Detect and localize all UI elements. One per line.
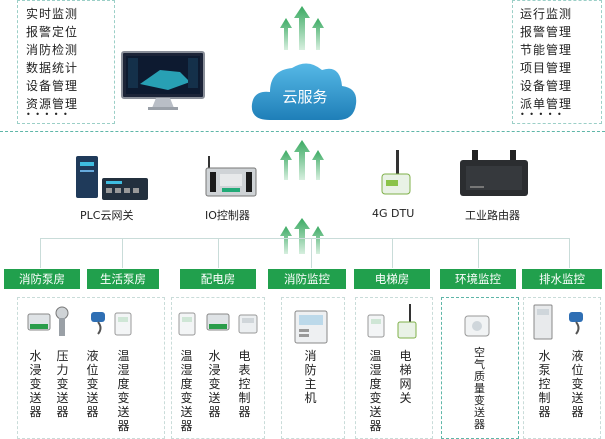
water-leak-sensor-icon [27,313,51,331]
sensor-label-water-leak-2: 水浸变送器 [208,349,221,419]
right-item-7: • • • • • [520,110,563,119]
left-item-3: 消防检测 [26,43,79,57]
sensor-label-level-2: 液位变送器 [571,349,584,419]
left-item-7: • • • • • [26,110,69,119]
left-item-5: 设备管理 [26,79,79,93]
right-item-3: 节能管理 [520,43,573,57]
left-item-4: 数据统计 [26,61,79,75]
right-item-6: 派单管理 [520,97,573,111]
tab-environment-monitoring[interactable]: 环境监控 [440,269,516,289]
water-leak-sensor-icon-2 [206,313,230,331]
temp-humidity-sensor-icon-1 [114,312,132,336]
air-quality-sensor-icon [464,315,490,337]
dtu-4g-label: 4G DTU [372,207,415,220]
temp-humidity-sensor-icon-3 [367,314,385,338]
right-item-1: 运行监测 [520,7,573,21]
tab-power-room[interactable]: 配电房 [180,269,256,289]
tab-drainage-monitoring[interactable]: 排水监控 [522,269,602,289]
left-item-1: 实时监测 [26,7,79,21]
left-item-6: 资源管理 [26,97,79,111]
sensor-label-fire-host: 消防主机 [304,349,317,405]
temp-humidity-sensor-icon-2 [178,312,196,336]
dtu-4g-icon [381,150,411,195]
cloud-label: 云服务 [282,88,328,106]
sensor-label-elevator-gateway: 电梯网关 [399,349,412,405]
connector-line [40,238,570,239]
upload-arrows-icon-bottom [280,218,324,254]
elevator-gateway-icon [397,304,417,339]
sensor-label-water-leak: 水浸变送器 [29,349,42,419]
tab-fire-pump-room[interactable]: 消防泵房 [4,269,80,289]
io-controller-label: IO控制器 [205,209,250,222]
sensor-label-level: 液位变送器 [86,349,99,419]
sensor-label-air-quality: 空气质量变送器 [474,346,485,431]
separator-line [0,131,605,132]
industrial-router-label: 工业路由器 [465,209,520,222]
tab-domestic-pump-room[interactable]: 生活泵房 [87,269,159,289]
fire-alarm-host-icon [294,310,328,344]
level-transmitter-icon [91,312,105,335]
pump-controller-icon [533,304,553,340]
plc-gateway-icon [76,156,148,200]
io-controller-icon [205,156,257,197]
right-feature-box [512,0,602,124]
upload-arrows-icon-middle [280,140,324,180]
plc-gateway-label: PLC云网关 [80,209,134,222]
level-transmitter-icon-2 [569,312,583,335]
tab-elevator-room[interactable]: 电梯房 [354,269,430,289]
sensor-label-temp-humidity: 温湿度变送器 [117,349,130,433]
meter-controller-icon [238,314,258,334]
right-item-2: 报警管理 [520,25,573,39]
tab-fire-monitoring[interactable]: 消防监控 [268,269,346,289]
left-item-2: 报警定位 [26,25,79,39]
sensor-label-temp-humidity-3: 温湿度变送器 [369,349,382,433]
pressure-transmitter-icon [55,306,69,336]
upload-arrows-icon-top [280,6,324,50]
sensor-label-temp-humidity-2: 温湿度变送器 [180,349,193,433]
sensor-label-pressure: 压力变送器 [56,349,69,419]
industrial-router-icon [460,150,528,196]
left-feature-box [17,0,115,124]
sensor-label-pump-controller: 水泵控制器 [538,349,551,419]
right-item-4: 项目管理 [520,61,573,75]
cloud-icon [251,63,357,120]
sensor-label-meter-controller: 电表控制器 [238,349,251,419]
right-item-5: 设备管理 [520,79,573,93]
monitor-icon [121,51,205,110]
